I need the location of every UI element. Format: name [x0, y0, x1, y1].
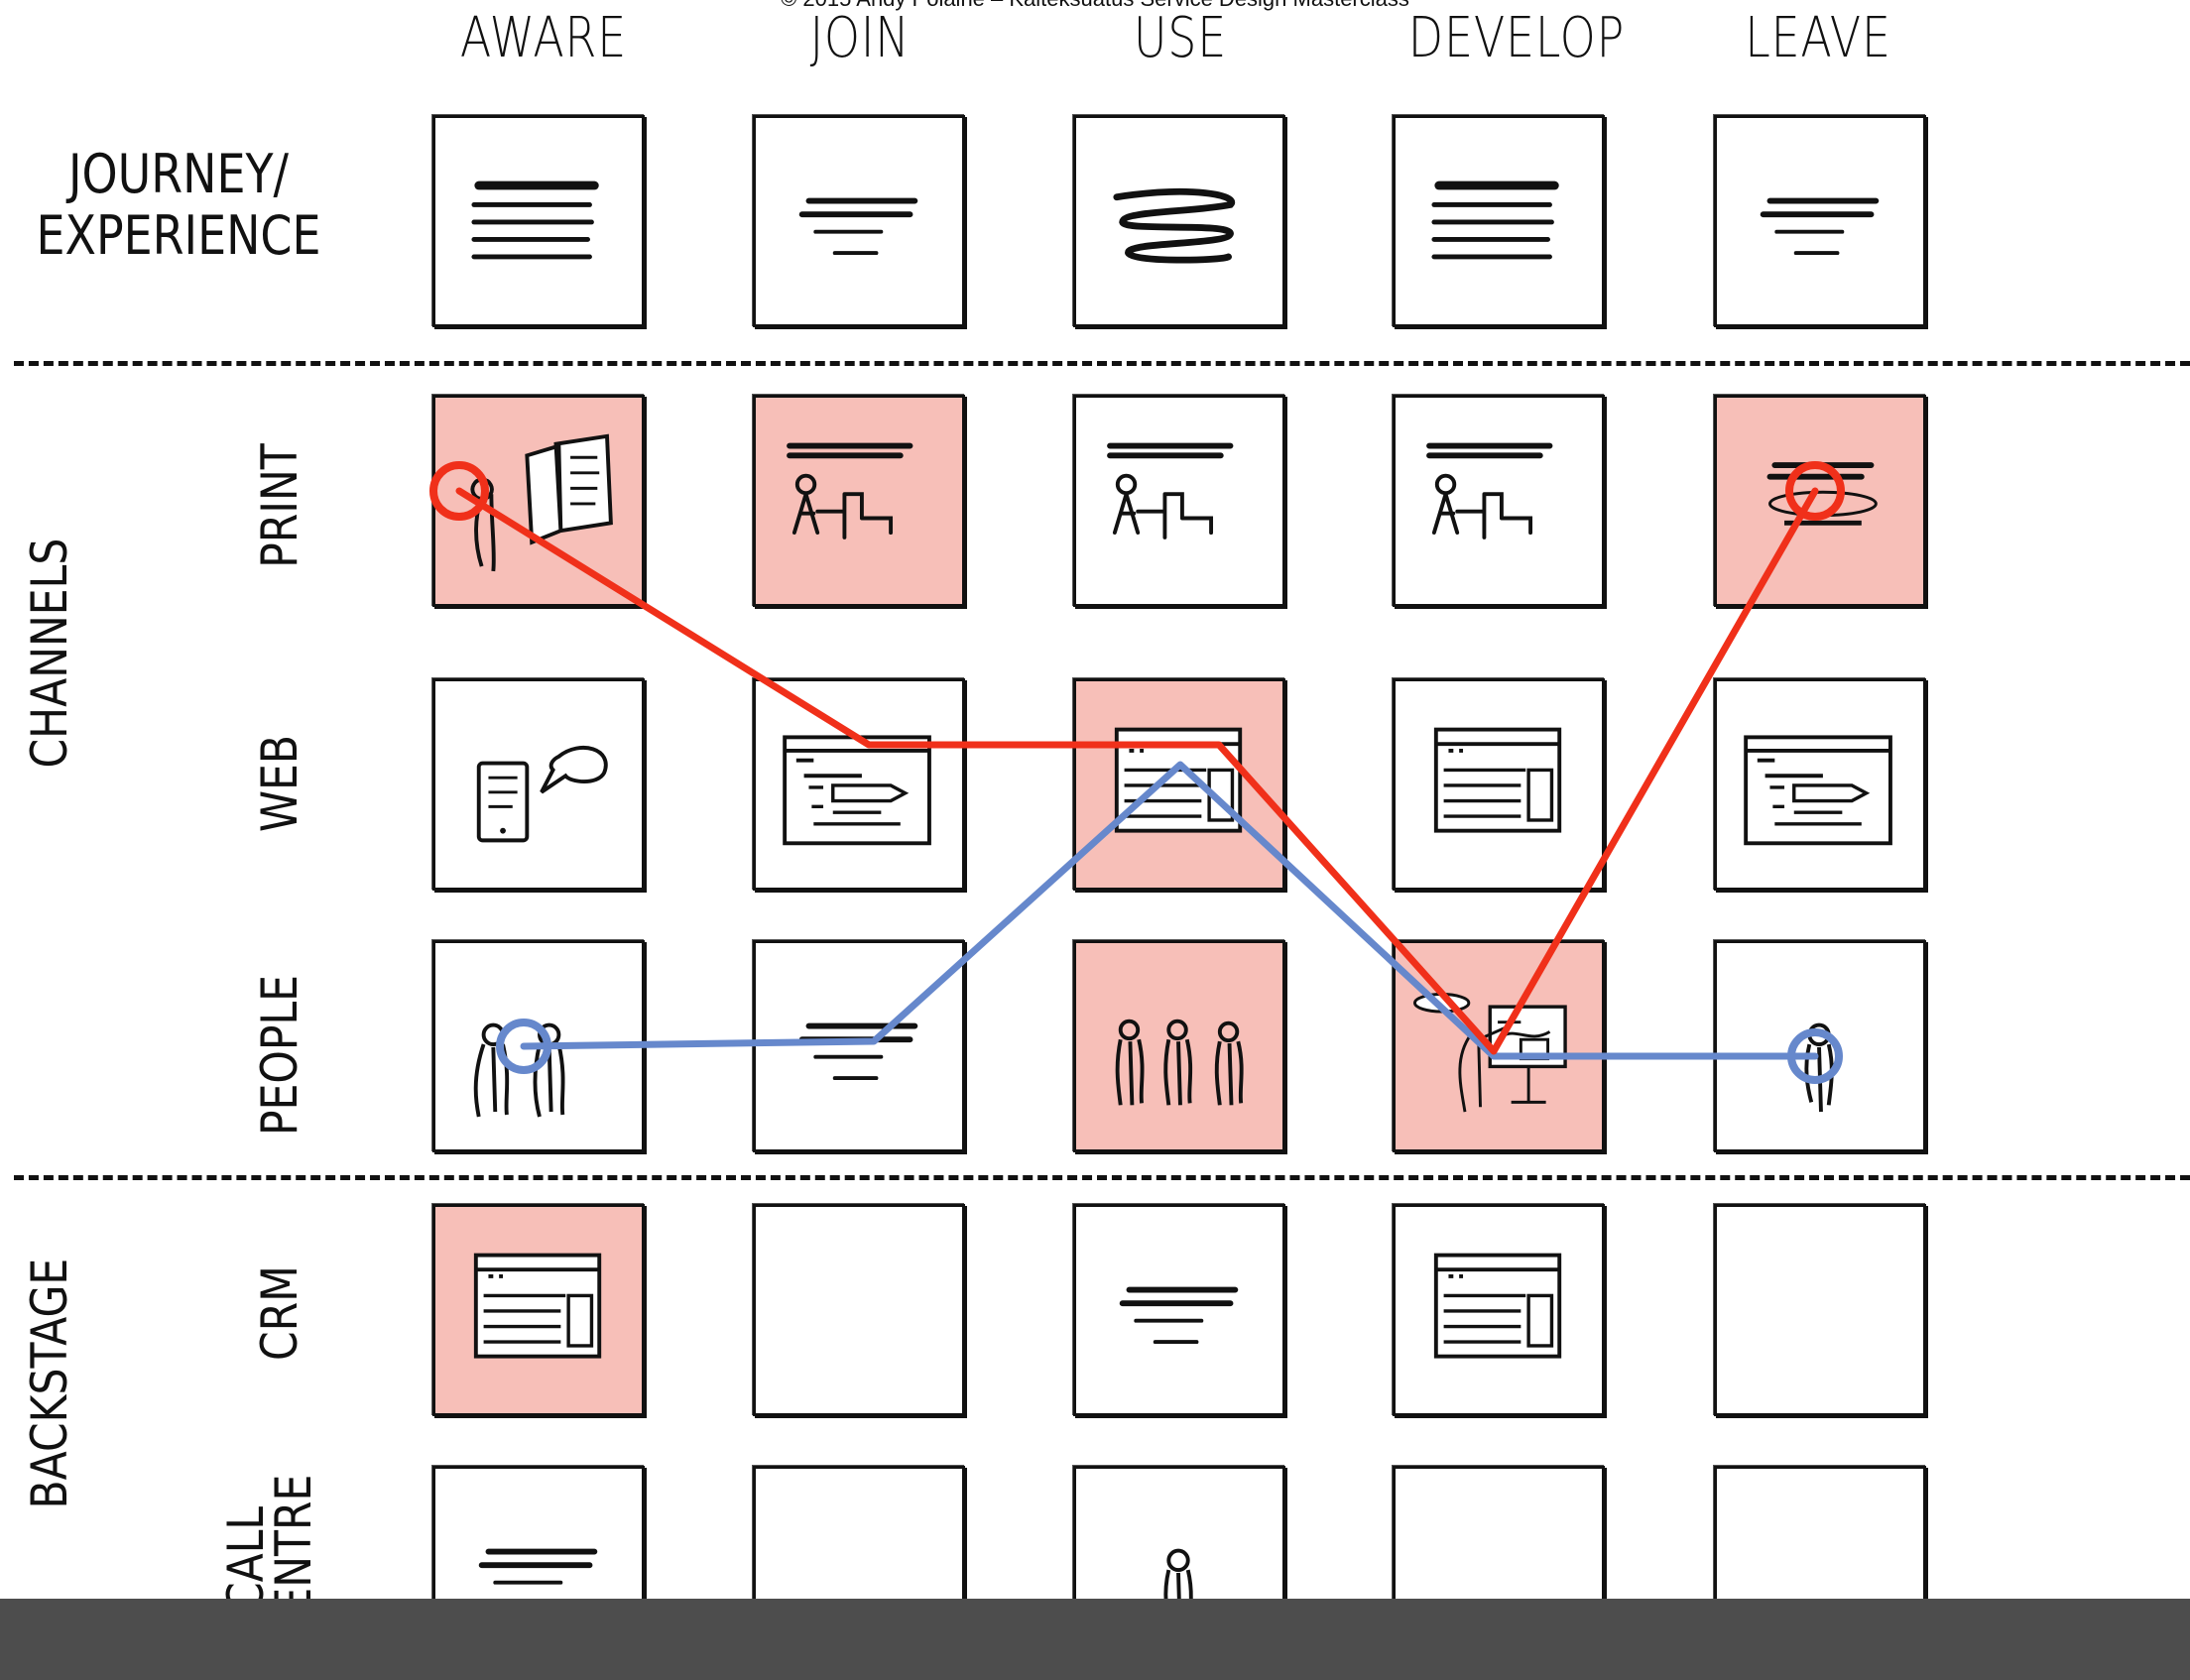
divider-channels-backstage — [14, 1175, 2190, 1180]
group-label-backstage: BACKSTAGE — [21, 1258, 78, 1509]
lines-circle-icon — [1766, 462, 1878, 526]
cell-print-aware — [432, 395, 645, 607]
column-header-aware: AWARE — [459, 6, 628, 70]
cell-crm-join — [753, 1204, 965, 1416]
cell-people-join — [753, 940, 965, 1152]
cell-journey-join — [753, 115, 965, 327]
lines-3-icon — [1760, 197, 1880, 256]
webpage-icon — [1433, 1253, 1562, 1359]
row-header-people: PEOPLE — [251, 974, 308, 1137]
cell-people-use — [1073, 940, 1285, 1152]
webpage-icon — [473, 1253, 602, 1359]
one-person-icon — [1804, 1022, 1834, 1113]
cell-crm-use — [1073, 1204, 1285, 1416]
bottom-banner — [0, 1599, 2190, 1680]
cell-people-leave — [1714, 940, 1926, 1152]
row-header-print: PRINT — [251, 443, 308, 568]
row-header-crm: CRM — [251, 1265, 308, 1361]
divider-journey-channels — [14, 361, 2190, 366]
cell-web-use — [1073, 678, 1285, 891]
cell-print-develop — [1393, 395, 1605, 607]
cell-crm-leave — [1714, 1204, 1926, 1416]
lines-5-icon — [1431, 180, 1559, 260]
cell-people-aware — [432, 940, 645, 1152]
webpage-icon — [1114, 727, 1243, 833]
cell-web-join — [753, 678, 965, 891]
cell-web-leave — [1714, 678, 1926, 891]
row-header-journey: JOURNEY/ EXPERIENCE — [36, 144, 322, 267]
cell-print-use — [1073, 395, 1285, 607]
lines-5-icon — [471, 180, 599, 260]
lines-3-icon — [1119, 1286, 1239, 1345]
poster-icon — [1426, 442, 1553, 540]
cell-print-join — [753, 395, 965, 607]
poster-icon — [1107, 442, 1234, 540]
flyer-icon — [470, 433, 613, 572]
column-header-use: USE — [1133, 6, 1228, 70]
presenter-icon — [1412, 993, 1567, 1113]
column-header-leave: LEAVE — [1745, 6, 1891, 70]
row-header-journey-line2: EXPERIENCE — [36, 204, 321, 267]
three-people-icon — [1115, 1019, 1244, 1106]
cell-crm-aware — [432, 1204, 645, 1416]
cell-journey-leave — [1714, 115, 1926, 327]
cell-web-develop — [1393, 678, 1605, 891]
cell-journey-develop — [1393, 115, 1605, 327]
lines-3-icon — [798, 197, 918, 256]
cell-journey-aware — [432, 115, 645, 327]
webpage-form-icon — [783, 735, 931, 846]
webpage-icon — [1433, 727, 1562, 833]
cell-print-leave — [1714, 395, 1926, 607]
cell-web-aware — [432, 678, 645, 891]
row-header-journey-line1: JOURNEY/ — [67, 143, 289, 205]
column-header-develop: DEVELOP — [1407, 6, 1626, 70]
webpage-form-icon — [1744, 735, 1892, 846]
column-header-join: JOIN — [809, 6, 911, 70]
tablet-chat-icon — [476, 746, 608, 843]
two-people-icon — [473, 1022, 565, 1118]
cell-crm-develop — [1393, 1204, 1605, 1416]
cell-people-develop — [1393, 940, 1605, 1152]
row-header-web: WEB — [251, 734, 308, 833]
scribble-icon — [1113, 187, 1236, 264]
lines-3-icon — [798, 1022, 918, 1081]
group-label-channels: CHANNELS — [21, 538, 78, 769]
cell-journey-use — [1073, 115, 1285, 327]
poster-icon — [787, 442, 913, 540]
copyright-text: © 2015 Andy Polaine – Kaiteksuatus Servi… — [0, 0, 2190, 12]
